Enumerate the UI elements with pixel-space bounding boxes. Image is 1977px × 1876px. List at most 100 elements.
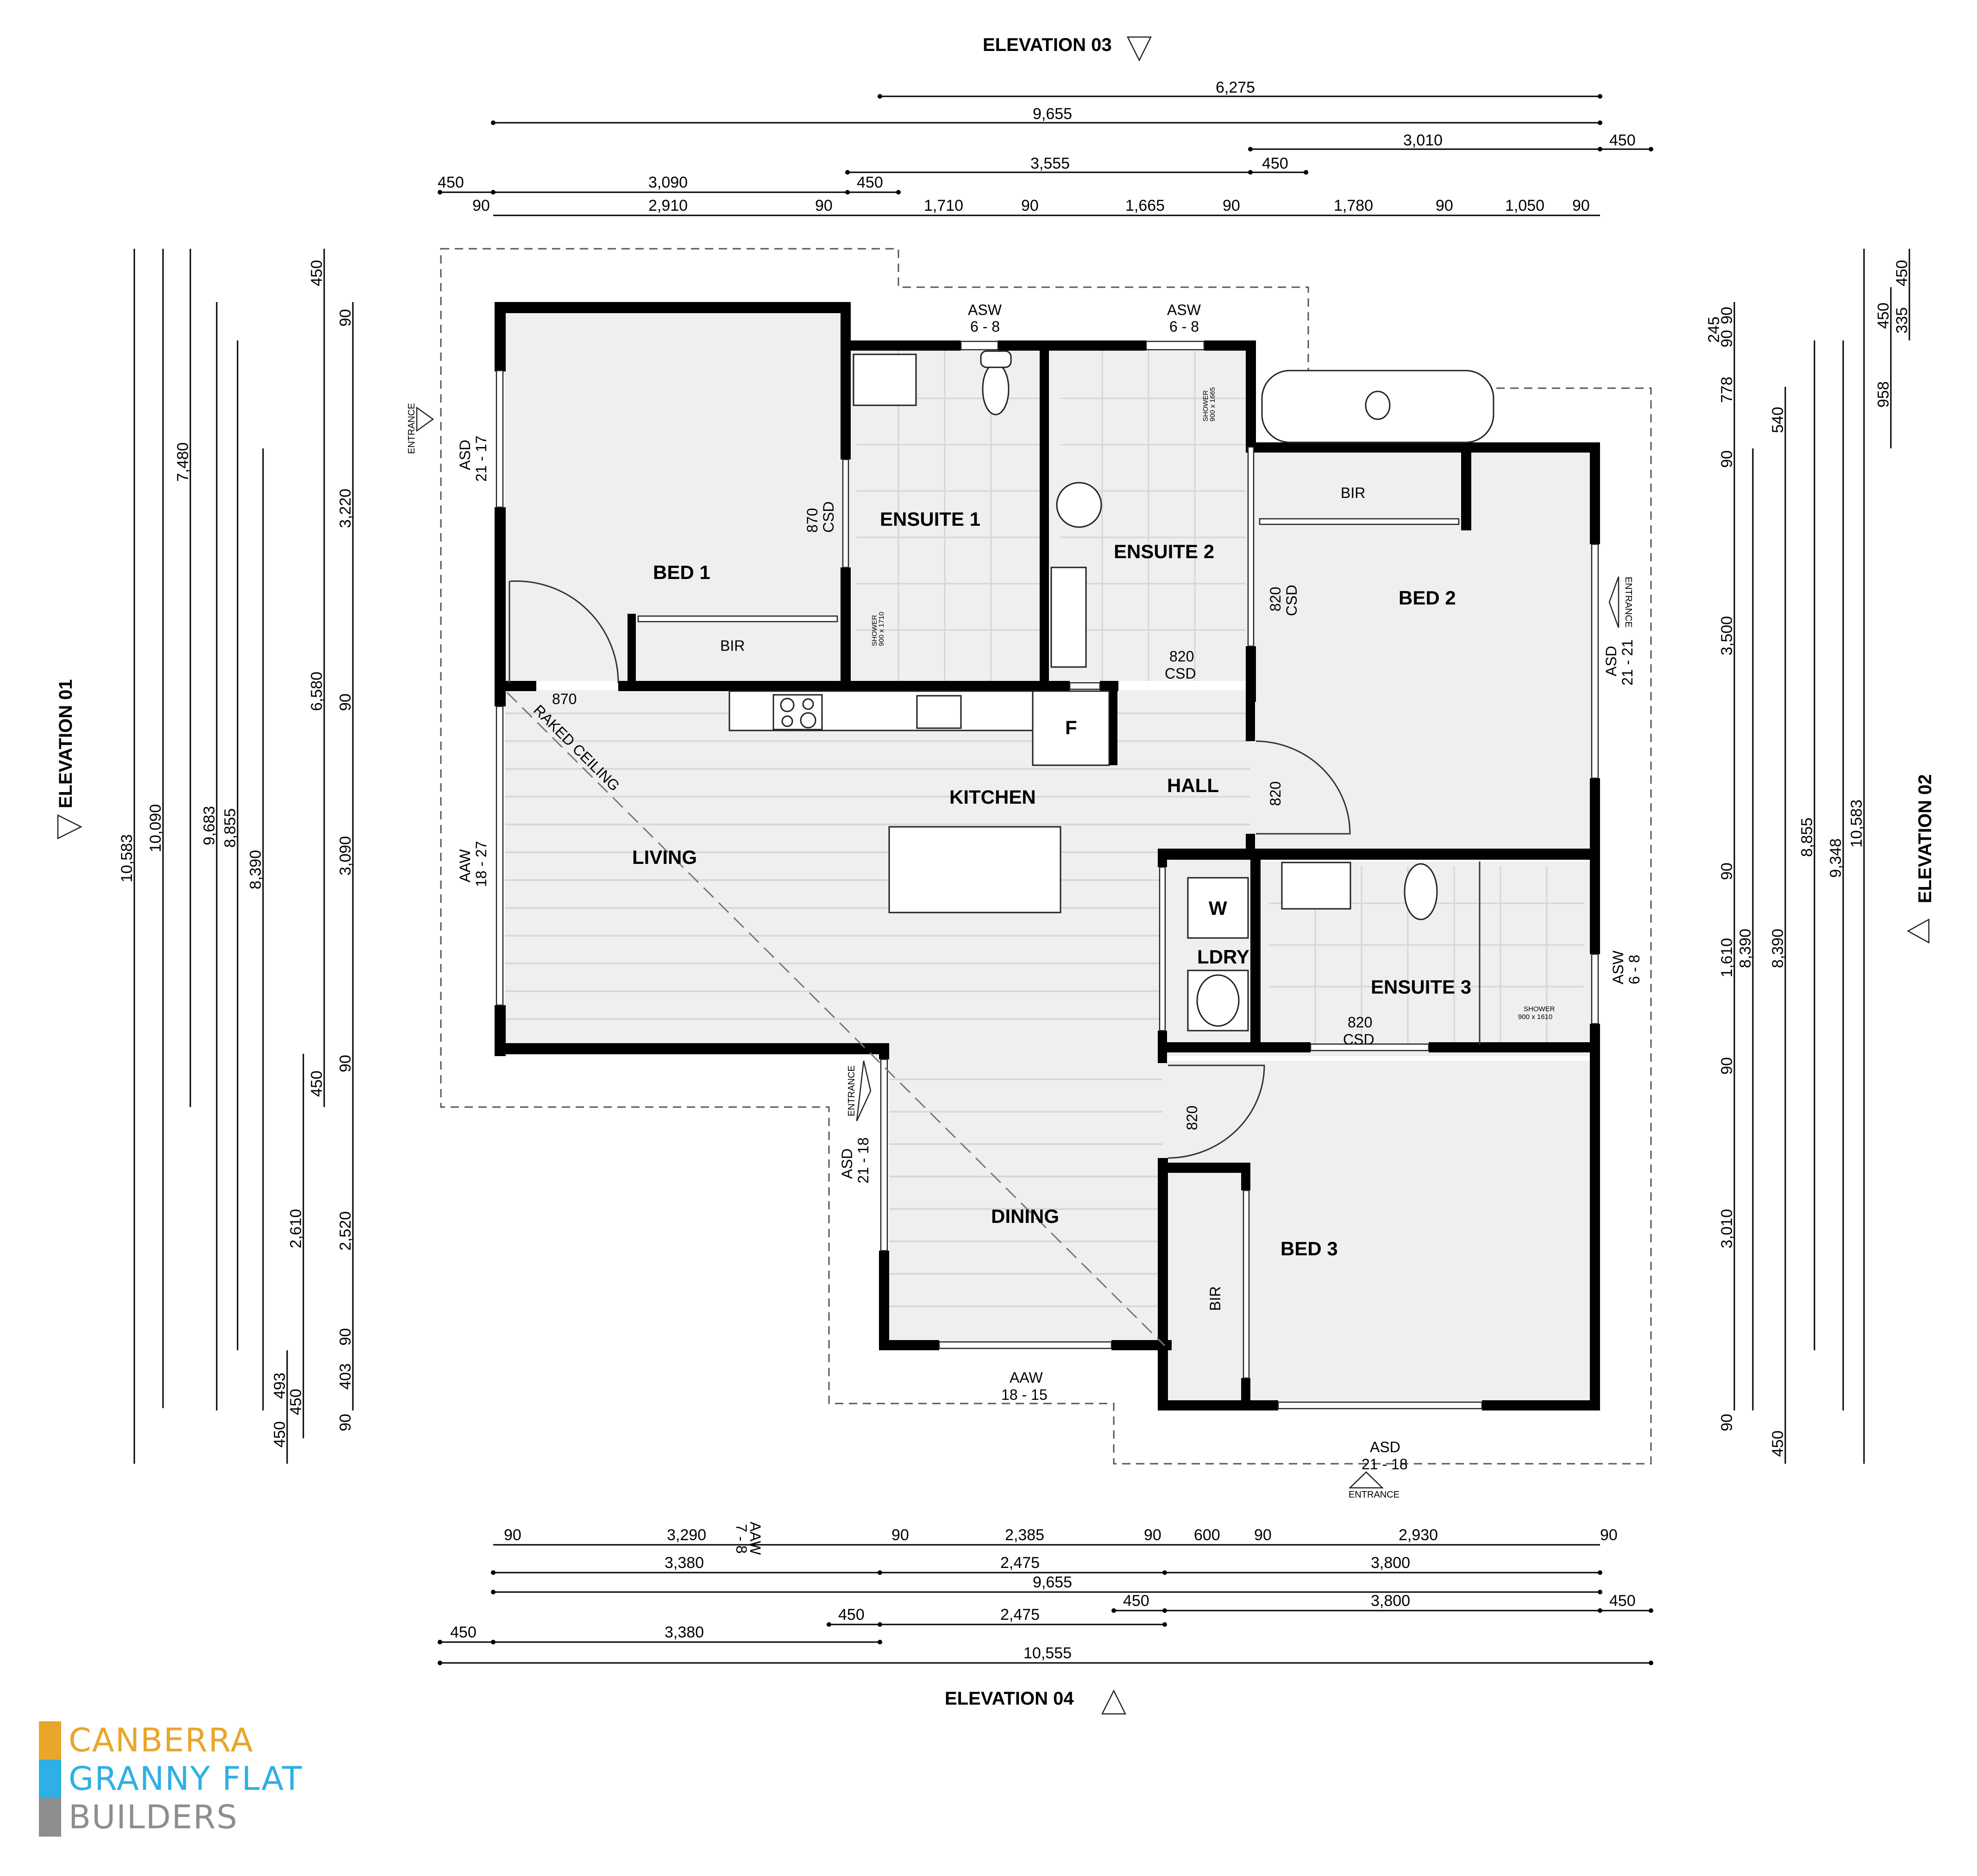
svg-text:3,090: 3,090	[648, 174, 688, 191]
ensuite2-bottom-door-width: 820	[1169, 648, 1194, 665]
svg-text:2,930: 2,930	[1399, 1526, 1438, 1544]
basin	[1050, 567, 1087, 668]
entrance-left: ENTRANCE	[407, 403, 417, 454]
ensuite2-side-door-width: 820	[1267, 587, 1284, 611]
svg-text:90: 90	[1572, 197, 1590, 214]
kitchen-island	[888, 826, 1061, 913]
toilet	[982, 363, 1010, 415]
svg-text:90: 90	[891, 1526, 909, 1544]
svg-text:3,290: 3,290	[667, 1526, 706, 1544]
floorboard-lines	[505, 712, 1250, 1307]
svg-text:90: 90	[472, 197, 490, 214]
svg-text:450: 450	[287, 1389, 305, 1415]
svg-text:450: 450	[1609, 132, 1636, 149]
svg-text:2,910: 2,910	[648, 197, 688, 214]
dimensions-top: 6,275 9,655 3,010 450 3,555 450 450 3,09…	[438, 79, 1653, 216]
logo-line-canberra: CANBERRA	[69, 1721, 254, 1759]
sink	[916, 695, 962, 729]
svg-text:450: 450	[438, 174, 464, 191]
room-bir-bed2: BIR	[1341, 485, 1365, 501]
elevation-02-marker	[1907, 918, 1930, 944]
svg-text:90: 90	[815, 197, 833, 214]
ensuite1-window-size: 6 - 8	[970, 318, 1000, 335]
svg-text:10,583: 10,583	[1848, 800, 1865, 848]
ensuite1-window-type: ASW	[968, 302, 1002, 318]
svg-text:450: 450	[838, 1606, 865, 1624]
entrance-bed2: ENTRANCE	[1623, 577, 1633, 628]
svg-text:90: 90	[1436, 197, 1453, 214]
room-bir-bed3: BIR	[1207, 1286, 1224, 1311]
svg-text:9,655: 9,655	[1033, 1574, 1072, 1591]
ensuite2-window-type: ASW	[1167, 302, 1201, 318]
shower3-size: 900 x 1610	[1518, 1013, 1552, 1021]
svg-text:3,010: 3,010	[1403, 132, 1443, 149]
ensuite2-side-door-type: CSD	[1283, 585, 1300, 616]
elevation-03-marker	[1126, 36, 1152, 62]
bed3-door-type: ASD	[1370, 1439, 1400, 1455]
basin	[853, 353, 917, 406]
svg-text:90: 90	[337, 1055, 354, 1072]
svg-text:335: 335	[1893, 307, 1911, 334]
dining-door-type: ASD	[839, 1148, 855, 1179]
dimensions-left: 10,583 10,090 7,480 9,683 8,855 8,390 45…	[118, 249, 354, 1464]
svg-text:450: 450	[1262, 155, 1288, 172]
toilet	[1056, 482, 1102, 528]
logo-bar-grey	[39, 1798, 61, 1837]
room-kitchen: KITCHEN	[949, 786, 1036, 808]
washer	[1187, 877, 1249, 939]
svg-text:7,480: 7,480	[174, 442, 192, 482]
svg-text:6,580: 6,580	[308, 672, 326, 711]
dimensions-right: 90 245 90 778 90 3,500 90 1,610 90 3,010…	[1705, 249, 1911, 1464]
svg-text:9,683: 9,683	[201, 806, 218, 845]
shower3-label: SHOWER	[1524, 1005, 1555, 1013]
walls	[495, 302, 1600, 1410]
svg-text:3,090: 3,090	[337, 836, 354, 875]
svg-text:8,390: 8,390	[1737, 929, 1754, 968]
logo-line-granny-flat: GRANNY FLAT	[69, 1760, 303, 1798]
bed2-door-type: ASD	[1603, 646, 1619, 676]
room-bed2: BED 2	[1399, 587, 1456, 609]
svg-text:90: 90	[1254, 1526, 1272, 1544]
room-living: LIVING	[632, 846, 697, 868]
svg-text:450: 450	[450, 1624, 477, 1641]
svg-text:450: 450	[857, 174, 883, 191]
logo-color-bars	[39, 1721, 61, 1837]
elevation-labels: ELEVATION 03 ELEVATION 04 ELEVATION 01 E…	[56, 35, 1935, 1715]
svg-text:90: 90	[1223, 197, 1240, 214]
svg-text:450: 450	[1609, 1592, 1636, 1610]
svg-text:1,050: 1,050	[1505, 197, 1544, 214]
svg-text:3,220: 3,220	[337, 489, 354, 528]
bed1-door-width: 870	[552, 691, 577, 707]
svg-text:90: 90	[1718, 307, 1736, 324]
svg-text:8,855: 8,855	[221, 808, 239, 848]
ensuite3-window-type: ASW	[1610, 950, 1626, 984]
svg-text:90: 90	[337, 1328, 354, 1346]
raked-ceiling-line	[506, 692, 1166, 1347]
shower2-label: SHOWER	[1202, 390, 1210, 422]
fixtures	[728, 350, 1494, 1045]
svg-text:90: 90	[337, 1414, 354, 1431]
elevation-04-marker	[1101, 1689, 1127, 1715]
svg-text:245: 245	[1705, 316, 1723, 343]
svg-text:958: 958	[1875, 381, 1892, 408]
svg-text:90: 90	[1718, 1057, 1736, 1075]
room-ensuite2: ENSUITE 2	[1114, 541, 1214, 562]
svg-text:2,385: 2,385	[1005, 1526, 1044, 1544]
bed2-door-size: 21 - 21	[1619, 639, 1636, 686]
openings	[496, 340, 1599, 1410]
svg-text:2,610: 2,610	[287, 1209, 305, 1248]
logo-bar-orange	[39, 1721, 61, 1760]
svg-text:3,380: 3,380	[665, 1624, 704, 1641]
svg-text:3,555: 3,555	[1030, 155, 1070, 172]
svg-text:10,090: 10,090	[147, 804, 164, 852]
svg-text:8,390: 8,390	[247, 850, 264, 889]
ensuite2-bottom-door-type: CSD	[1165, 665, 1196, 682]
room-bir-bed1: BIR	[720, 637, 745, 654]
room-laundry: LDRY	[1197, 946, 1249, 968]
entrance-bed3: ENTRANCE	[1349, 1490, 1400, 1500]
ensuite1-door-type: CSD	[820, 501, 837, 533]
svg-text:90: 90	[337, 693, 354, 711]
svg-text:3,010: 3,010	[1718, 1209, 1736, 1248]
dining-door-size: 21 - 18	[855, 1137, 872, 1184]
